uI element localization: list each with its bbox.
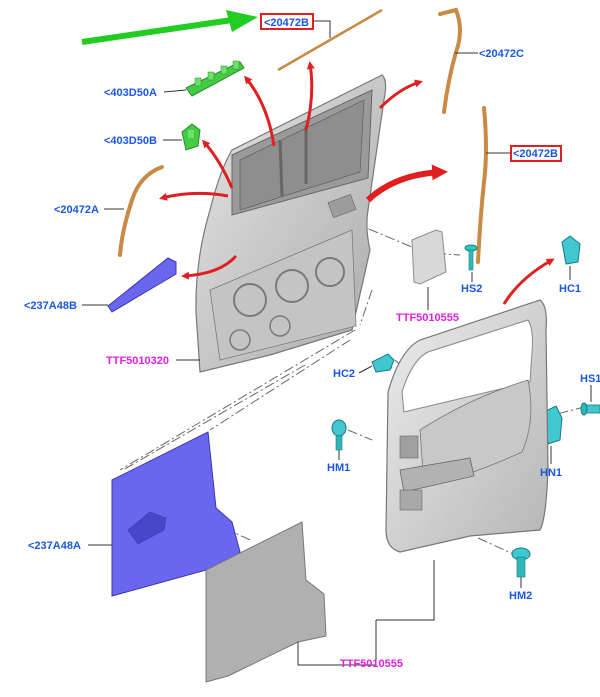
- label-20472C[interactable]: <20472C: [479, 48, 524, 60]
- highlight-box-20472B-top: [260, 13, 314, 30]
- seal-strip-20472C: [438, 7, 462, 114]
- highlight-box-20472B-mid: [510, 145, 562, 162]
- label-HM1[interactable]: HM1: [327, 462, 350, 474]
- clip-strip-403D50A: [185, 60, 245, 97]
- label-403D50B[interactable]: <403D50B: [104, 135, 157, 147]
- seal-strip-20472B-mid: [476, 106, 488, 264]
- label-20472B-top[interactable]: <20472B: [264, 17, 309, 29]
- label-TTF5010555-mid[interactable]: TTF5010555: [396, 312, 459, 324]
- red-curved-arrow-icons: [159, 61, 555, 305]
- label-TTF5010320[interactable]: TTF5010320: [106, 355, 169, 367]
- label-HS1[interactable]: HS1: [580, 373, 600, 385]
- label-237A48A[interactable]: <237A48A: [28, 540, 81, 552]
- fastener-HM2: [511, 547, 531, 578]
- label-403D50A[interactable]: <403D50A: [104, 87, 157, 99]
- sound-deadener-strip-237A48B: [107, 257, 177, 313]
- seal-strip-20472A: [118, 165, 164, 257]
- label-TTF5010555-bot[interactable]: TTF5010555: [340, 658, 403, 670]
- part-labels: <20472B <20472C <403D50A <403D50B <20472…: [24, 17, 600, 670]
- fastener-HS1: [580, 402, 600, 416]
- insulation-pad-237A48A: [111, 431, 241, 597]
- fastener-HM1: [331, 419, 347, 451]
- clip-403D50B: [181, 123, 201, 151]
- door-trim-panel: [385, 299, 549, 553]
- fastener-HS2: [464, 244, 478, 271]
- seal-strip-20472B-top: [277, 8, 383, 72]
- cover-plate: [411, 229, 447, 285]
- door-inner-panel: [195, 74, 387, 373]
- fastener-HC1: [561, 235, 581, 265]
- label-HN1[interactable]: HN1: [540, 467, 562, 479]
- label-HC1[interactable]: HC1: [559, 283, 581, 295]
- label-leader-lines: [82, 20, 592, 666]
- green-pointer-arrow-icon: [81, 10, 258, 45]
- fastener-HC2: [371, 353, 395, 373]
- label-237A48B[interactable]: <237A48B: [24, 300, 77, 312]
- label-HS2[interactable]: HS2: [461, 283, 482, 295]
- label-HC2[interactable]: HC2: [333, 368, 355, 380]
- label-20472A[interactable]: <20472A: [54, 204, 99, 216]
- label-HM2[interactable]: HM2: [509, 590, 532, 602]
- label-20472B-mid[interactable]: <20472B: [513, 148, 558, 160]
- back-cover-panel: [205, 521, 327, 683]
